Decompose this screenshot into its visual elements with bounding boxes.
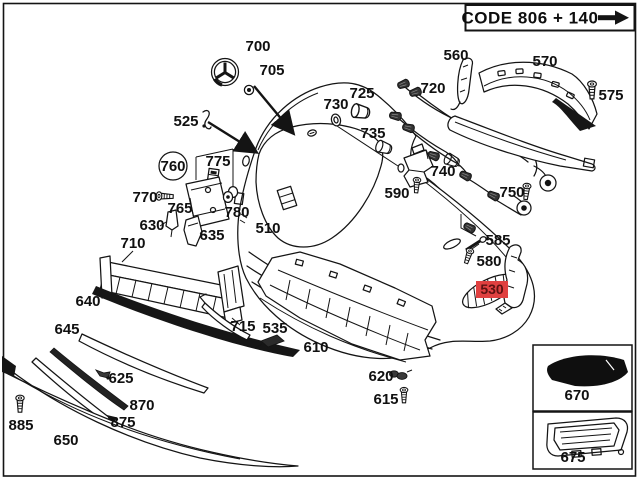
part-label-560[interactable]: 560 <box>443 47 468 64</box>
trim-870-drawing <box>49 347 129 411</box>
highlight-box <box>476 281 508 298</box>
inset-box-670 <box>532 344 633 412</box>
part-label-590[interactable]: 590 <box>384 185 409 202</box>
part-label-870[interactable]: 870 <box>129 397 154 414</box>
part-label-675[interactable]: 675 <box>560 449 585 466</box>
inset-box-675 <box>532 411 633 470</box>
part-label-615[interactable]: 615 <box>373 391 398 408</box>
bracket-560-drawing <box>450 57 474 111</box>
right-arrow-icon <box>598 10 629 25</box>
part-label-535[interactable]: 535 <box>262 320 287 337</box>
impact-bar-710-drawing <box>99 250 245 325</box>
part-label-725[interactable]: 725 <box>349 85 374 102</box>
code-box-label: CODE 806 + 140 <box>462 9 599 28</box>
bracket-630-drawing <box>159 209 179 238</box>
underbody-panel-610-drawing <box>257 251 437 361</box>
part-label-760[interactable]: 760 <box>160 158 185 175</box>
part-label-580[interactable]: 580 <box>476 253 501 270</box>
pointer-arrow-clip <box>207 120 260 154</box>
part-label-645[interactable]: 645 <box>54 321 79 338</box>
trim-650-drawing <box>7 369 299 468</box>
part-label-715[interactable]: 715 <box>230 318 255 335</box>
grommet-drawing <box>243 84 255 96</box>
trim-end-wedge <box>2 356 16 377</box>
clip-535-drawing <box>254 334 285 349</box>
part-label-510[interactable]: 510 <box>255 220 280 237</box>
part-label-650[interactable]: 650 <box>53 432 78 449</box>
part-label-765[interactable]: 765 <box>167 200 192 217</box>
part-label-635[interactable]: 635 <box>199 227 224 244</box>
clip-625-drawing <box>94 369 111 380</box>
part-label-780[interactable]: 780 <box>224 204 249 221</box>
part-label-620[interactable]: 620 <box>368 368 393 385</box>
code-box: CODE 806 + 140 <box>462 4 636 32</box>
part-label-875[interactable]: 875 <box>110 414 135 431</box>
part-label-585[interactable]: 585 <box>485 232 510 249</box>
part-label-610[interactable]: 610 <box>303 339 328 356</box>
part-label-705[interactable]: 705 <box>259 62 284 79</box>
part-label-530-highlighted[interactable]: 530 <box>476 281 508 298</box>
emblem-hole <box>307 129 317 137</box>
camera-bracket-740-drawing <box>397 143 434 188</box>
clip-620-drawing <box>389 369 413 380</box>
part-label-770[interactable]: 770 <box>132 189 157 206</box>
part-label-530[interactable]: 530 <box>480 281 504 297</box>
part-label-710[interactable]: 710 <box>120 235 145 252</box>
part-label-700[interactable]: 700 <box>245 38 270 55</box>
part-label-720[interactable]: 720 <box>420 80 445 97</box>
sensor-ring-730-drawing <box>330 113 342 127</box>
part-label-670[interactable]: 670 <box>564 387 589 404</box>
star-emblem-drawing <box>210 57 240 87</box>
part-label-775[interactable]: 775 <box>205 153 230 170</box>
part-760-circle <box>158 151 188 181</box>
part-label-740[interactable]: 740 <box>430 163 455 180</box>
leader-line <box>460 214 477 237</box>
part-label-575[interactable]: 575 <box>598 87 623 104</box>
leader-line <box>336 125 399 167</box>
bracket-715-drawing <box>199 293 251 341</box>
trim-645-drawing <box>78 333 209 394</box>
lower-duct-bracket-drawing <box>447 115 596 172</box>
part-label-735[interactable]: 735 <box>360 125 385 142</box>
part-label-625[interactable]: 625 <box>108 370 133 387</box>
bracket-635-drawing <box>183 215 207 247</box>
screw-615-drawing <box>399 386 409 404</box>
part-label-630[interactable]: 630 <box>139 217 164 234</box>
lamp-grille-675-drawing <box>546 417 629 458</box>
part-label-640[interactable]: 640 <box>75 293 100 310</box>
license-plate-bracket-group <box>155 148 239 228</box>
clip-525-drawing <box>202 109 212 130</box>
part-label-750[interactable]: 750 <box>499 184 524 201</box>
screw-885-drawing <box>15 394 25 413</box>
part-label-525[interactable]: 525 <box>173 113 198 130</box>
pointer-arrow-emblem <box>253 85 296 136</box>
part-label-730[interactable]: 730 <box>323 96 348 113</box>
bracket-530-drawing <box>495 244 529 315</box>
part-label-885[interactable]: 885 <box>8 417 33 434</box>
part-label-570[interactable]: 570 <box>532 53 557 70</box>
crossmember-570-drawing <box>478 61 598 131</box>
